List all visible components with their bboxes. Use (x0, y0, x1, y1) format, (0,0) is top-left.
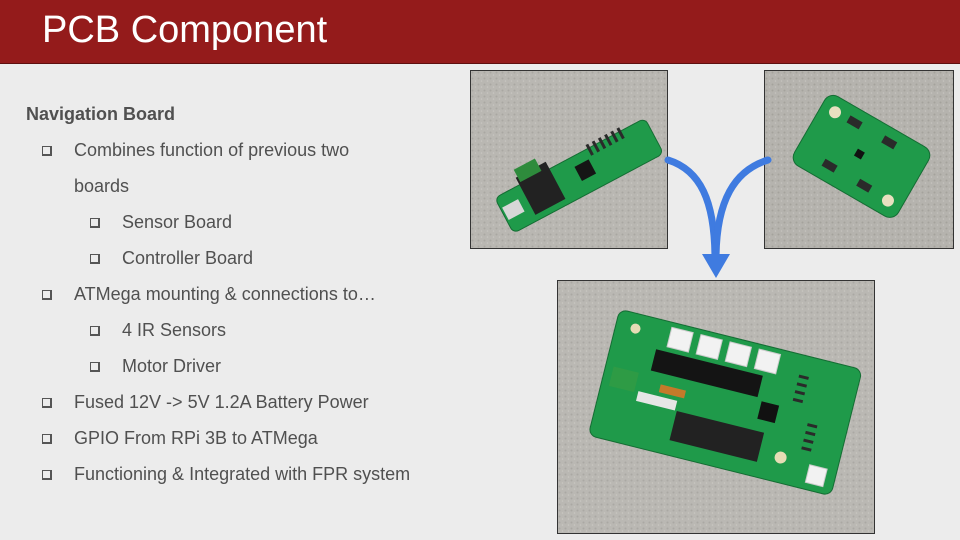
navigation-board-photo (557, 280, 875, 534)
checkbox-bullet-icon (42, 434, 52, 444)
bullet-item: Motor Driver (122, 356, 222, 376)
checkbox-bullet-icon (90, 326, 100, 336)
bullet-item: Sensor Board (122, 212, 233, 232)
merge-arrows-icon (664, 156, 772, 278)
checkbox-bullet-icon (42, 290, 52, 300)
bullet-item: GPIO From RPi 3B to ATMega (74, 428, 318, 448)
section-heading: Navigation Board (26, 104, 176, 124)
checkbox-bullet-icon (42, 146, 52, 156)
checkbox-bullet-icon (42, 470, 52, 480)
checkbox-bullet-icon (90, 362, 100, 372)
bullet-item: 4 IR Sensors (122, 320, 227, 340)
bullet-item: Controller Board (122, 248, 254, 268)
checkbox-bullet-icon (90, 218, 100, 228)
bullet-item: Combines function of previous two (74, 140, 350, 160)
checkbox-bullet-icon (90, 254, 100, 264)
bullet-item: Functioning & Integrated with FPR system (74, 464, 411, 484)
slide-title: PCB Component (42, 9, 328, 51)
bullet-item: Fused 12V -> 5V 1.2A Battery Power (74, 392, 369, 412)
title-bar: PCB Component (0, 0, 960, 64)
bullet-item: ATMega mounting & connections to… (74, 284, 376, 304)
checkbox-bullet-icon (42, 398, 52, 408)
sensor-board-photo (764, 70, 954, 249)
controller-board-photo (470, 70, 668, 249)
bullet-item: boards (74, 176, 130, 196)
